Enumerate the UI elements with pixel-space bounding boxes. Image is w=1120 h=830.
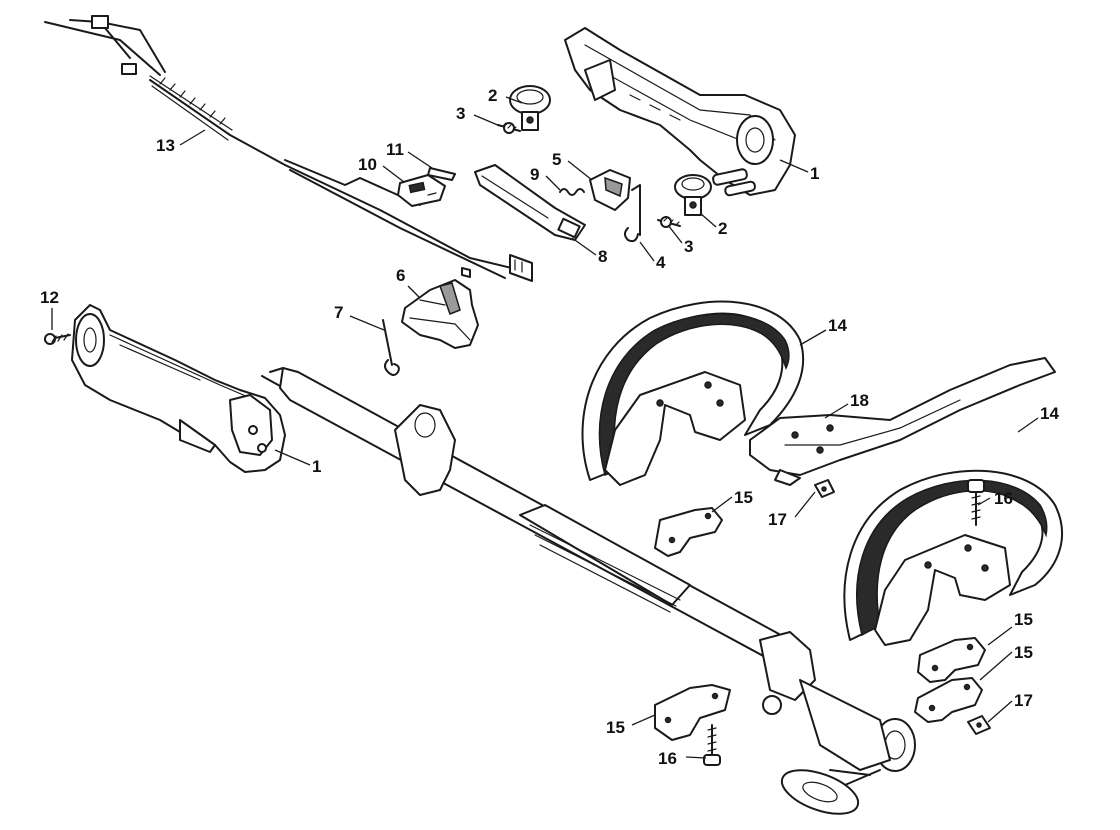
housing-screw [44, 333, 71, 345]
callout-16-right: 16 [994, 489, 1013, 508]
contact-spring [427, 167, 456, 181]
callout-18: 18 [850, 391, 869, 410]
clamp-right-a [917, 637, 986, 683]
callout-labels: 1 1 2 2 3 3 4 5 6 7 8 9 10 11 12 13 14 1… [40, 86, 1059, 768]
callout-14-right: 14 [1040, 404, 1059, 423]
lower-handle-housing [71, 304, 286, 473]
callout-11: 11 [386, 140, 404, 159]
clamp-right-b [914, 677, 983, 723]
callout-17-mid: 17 [768, 510, 787, 529]
callout-1-upper: 1 [810, 164, 819, 183]
lever-shaft-spring [624, 184, 641, 243]
leader-lines [51, 96, 1039, 759]
drive-tube [261, 367, 916, 815]
screw-lower [703, 724, 721, 766]
callout-1-lower: 1 [312, 457, 321, 476]
clamp-mid [654, 507, 723, 557]
callout-15-mid: 15 [734, 488, 753, 507]
callout-12: 12 [40, 288, 59, 307]
callout-10: 10 [358, 155, 377, 174]
upper-handle-housing [564, 27, 796, 197]
square-nut-mid [814, 479, 835, 498]
lower-screw [657, 216, 681, 228]
callout-5: 5 [552, 150, 561, 169]
callout-17-right: 17 [1014, 691, 1033, 710]
clamp-lower [654, 684, 731, 741]
callout-4: 4 [656, 253, 666, 272]
torsion-spring [382, 319, 400, 376]
wiring-harness [44, 15, 533, 282]
square-nut-right [967, 715, 991, 735]
callout-3-left: 3 [456, 104, 465, 123]
callout-3-right: 3 [684, 237, 693, 256]
loop-handle-lower [843, 469, 1064, 646]
callout-15-right-b: 15 [1014, 643, 1033, 662]
upper-clamp [509, 85, 551, 131]
upper-screw [497, 122, 521, 134]
callout-7: 7 [334, 303, 343, 322]
callout-2-right: 2 [718, 219, 727, 238]
trigger-spring [559, 188, 585, 196]
callout-2-left: 2 [488, 86, 497, 105]
callout-6: 6 [396, 266, 405, 285]
callout-9: 9 [530, 165, 539, 184]
callout-15-right-a: 15 [1014, 610, 1033, 629]
short-circuit-switch [397, 174, 446, 207]
lower-clamp [674, 174, 712, 216]
interlock-lever [589, 169, 631, 211]
callout-13: 13 [156, 136, 175, 155]
callout-8: 8 [598, 247, 607, 266]
callout-16-lower: 16 [658, 749, 677, 768]
barrier-bar [749, 357, 1056, 486]
screw-right [967, 479, 985, 526]
callout-15-lower: 15 [606, 718, 625, 737]
handle-carrier [401, 279, 479, 349]
callout-14-top: 14 [828, 316, 847, 335]
